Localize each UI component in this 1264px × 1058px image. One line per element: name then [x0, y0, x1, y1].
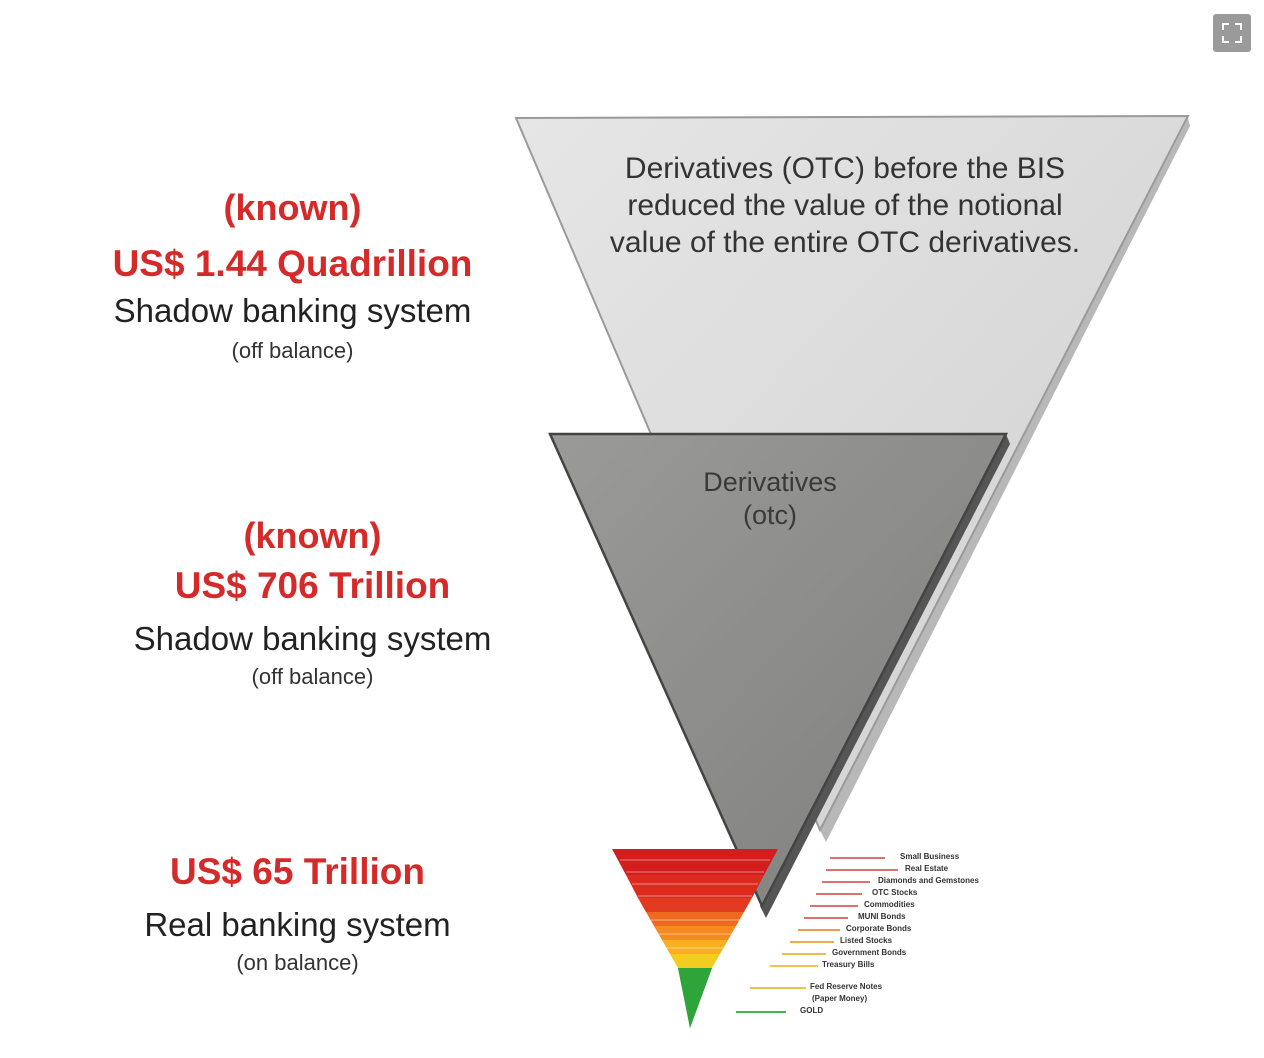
- legend-item: Commodities: [864, 900, 915, 909]
- tier-1-amount: US$ 1.44 Quadrillion: [112, 243, 473, 284]
- small-pyramid: [612, 849, 778, 1028]
- tier-2-amount: US$ 706 Trillion: [174, 565, 451, 606]
- legend-item: Corporate Bonds: [846, 924, 912, 933]
- legend-item: OTC Stocks: [872, 888, 918, 897]
- tier-2-system: Shadow banking system: [133, 620, 492, 657]
- tier-1-system: Shadow banking system: [113, 292, 472, 329]
- mid-triangle-shadow: [760, 434, 1010, 918]
- legend-item: Real Estate: [905, 864, 949, 873]
- mid-triangle-text: Derivatives (otc): [660, 466, 880, 532]
- tier-3-amount: US$ 65 Trillion: [170, 851, 425, 892]
- legend-item: Treasury Bills: [822, 960, 875, 969]
- tier-2-known: (known): [243, 515, 382, 556]
- legend-item: (Paper Money): [812, 994, 868, 1003]
- tier-1-known: (known): [223, 187, 362, 228]
- tier-1-label: (known) US$ 1.44 Quadrillion Shadow bank…: [80, 186, 505, 366]
- mid-triangle-text-line1: Derivatives: [703, 467, 837, 497]
- tier-2-balance: (off balance): [251, 664, 374, 689]
- tier-2-label: (known) US$ 706 Trillion Shadow banking …: [100, 514, 525, 692]
- tier-3-balance: (on balance): [236, 950, 359, 975]
- legend-lines: [736, 857, 898, 1013]
- big-triangle-text: Derivatives (OTC) before the BIS reduced…: [609, 152, 1081, 259]
- legend-item: Diamonds and Gemstones: [878, 876, 979, 885]
- legend-item: Fed Reserve Notes: [810, 982, 883, 991]
- expand-button[interactable]: [1213, 14, 1251, 52]
- legend-item: Small Business: [900, 852, 960, 861]
- expand-icon: [1222, 23, 1242, 43]
- legend-item: GOLD: [800, 1006, 824, 1015]
- mid-triangle-text-line2: (otc): [743, 500, 797, 530]
- legend-item: Listed Stocks: [840, 936, 893, 945]
- big-triangle-shadow: [820, 118, 1190, 842]
- tier-3-system: Real banking system: [144, 906, 451, 943]
- legend-item: Government Bonds: [832, 948, 907, 957]
- tier-1-balance: (off balance): [231, 338, 354, 363]
- legend-item: MUNI Bonds: [858, 912, 906, 921]
- mid-triangle: [548, 432, 1009, 909]
- tier-3-label: US$ 65 Trillion Real banking system (on …: [80, 848, 515, 978]
